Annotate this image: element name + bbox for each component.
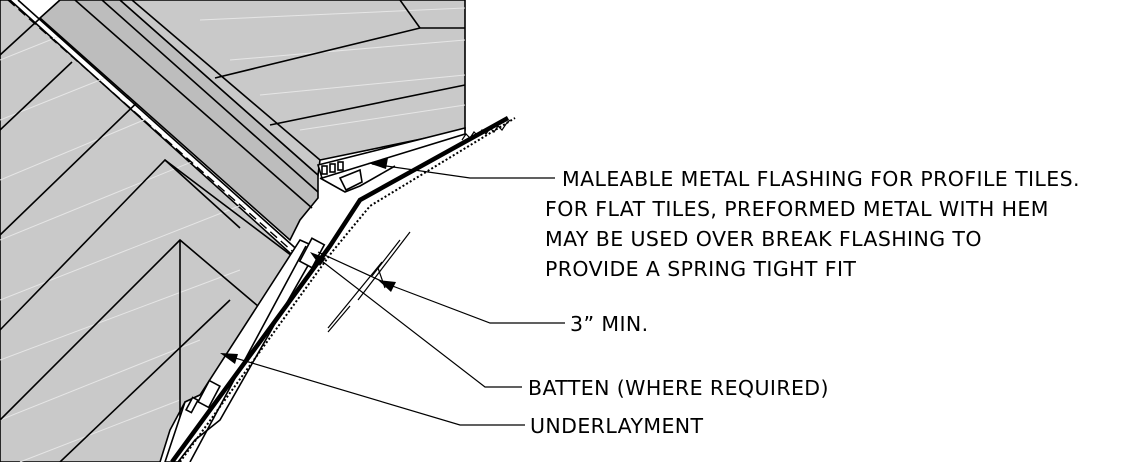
flashing-fold [319,165,396,193]
right-tile-lip [316,126,466,179]
note-flashing-line-1: MALEABLE METAL FLASHING FOR PROFILE TILE… [562,167,1080,191]
notes: MALEABLE METAL FLASHING FOR PROFILE TILE… [528,167,1080,438]
underlayment-layer [179,117,516,462]
note-underlayment: UNDERLAYMENT [530,414,704,438]
flashing-serrated-end [461,119,511,141]
leader-batten [310,252,522,388]
dimension-3in-min [317,231,411,333]
note-3in-min: 3” MIN. [570,312,649,336]
note-batten: BATTEN (WHERE REQUIRED) [528,376,829,400]
metal-flashing [170,116,511,462]
leader-3in-min [378,280,565,324]
right-tile-field-background [118,0,466,177]
note-flashing-line-2: FOR FLAT TILES, PREFORMED METAL WITH HEM [545,197,1049,221]
right-tile-ribs [321,161,344,175]
leader-underlayment [220,353,525,426]
note-flashing-line-3: MAY BE USED OVER BREAK FLASHING TO [545,227,982,251]
right-roof-tile-field [118,0,466,179]
underlayment-line [179,117,516,462]
metal-flashing-line [170,116,510,462]
leader-flashing [368,158,555,179]
left-underlayment-dash [7,0,301,259]
right-tile-hatching [199,7,466,131]
right-tile-courses [131,0,466,161]
note-flashing-line-4: PROVIDE A SPRING TIGHT FIT [545,257,856,281]
batten-lower [196,379,222,409]
